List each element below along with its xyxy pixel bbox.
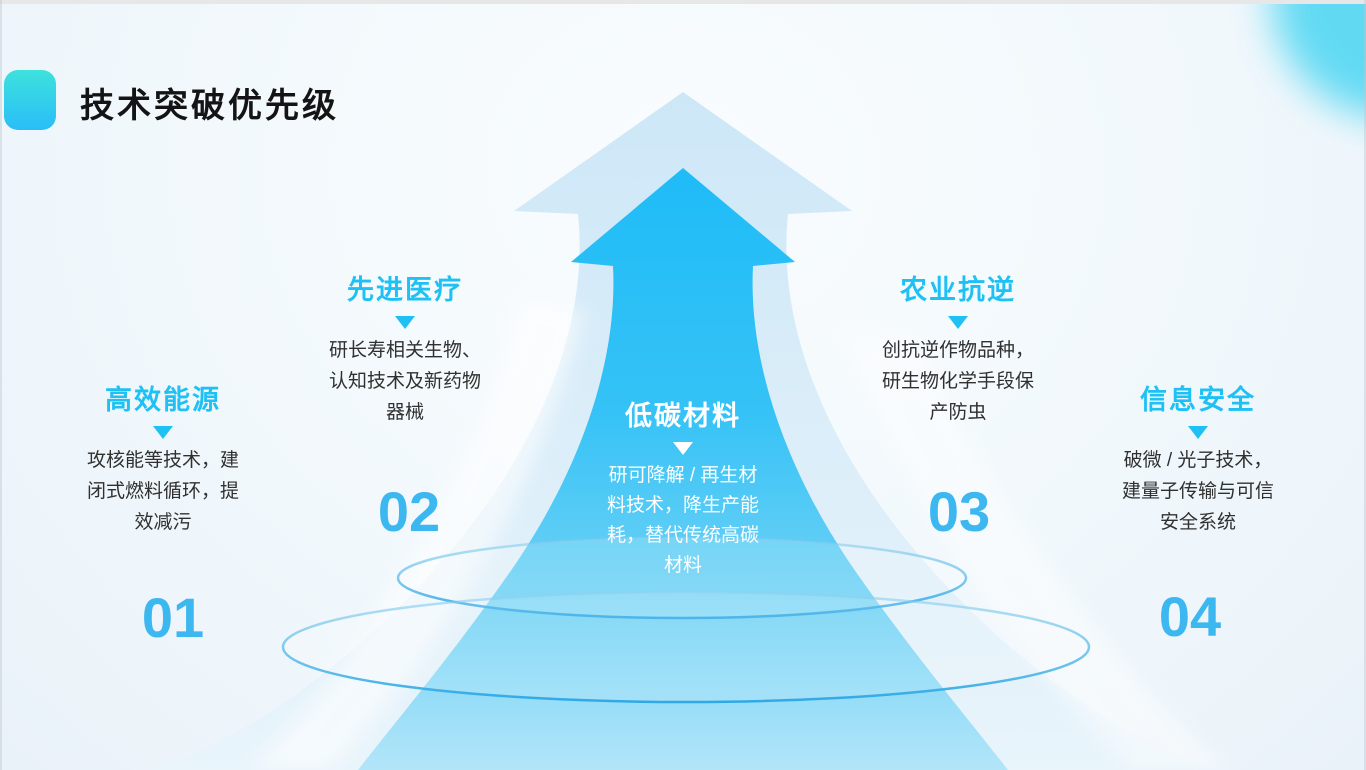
priority-number-01: 01 bbox=[141, 586, 205, 649]
down-arrow-icon bbox=[395, 316, 415, 329]
item-lowcarbon: 低碳材料 研可降解 / 再生材 料技术，降生产能 耗，替代传统高碳 材料 bbox=[571, 394, 795, 581]
item-medical-body: 研长寿相关生物、 认知技术及新药物 器械 bbox=[328, 340, 481, 423]
item-lowcarbon-body: 研可降解 / 再生材 料技术，降生产能 耗，替代传统高碳 材料 bbox=[606, 465, 759, 576]
title-accent-chip bbox=[4, 70, 56, 130]
priority-number-03: 03 bbox=[927, 480, 991, 543]
right-leg-highlight bbox=[845, 330, 1228, 770]
item-energy-body: 攻核能等技术，建 闭式燃料循环，提 效减污 bbox=[86, 450, 239, 533]
priority-number-04: 04 bbox=[1158, 585, 1222, 648]
down-arrow-icon bbox=[153, 426, 173, 439]
inner-arrow-shape bbox=[358, 168, 1008, 770]
item-infosec: 信息安全 破微 / 光子技术， 建量子传输与可信 安全系统 bbox=[1098, 378, 1298, 538]
item-energy-heading: 高效能源 bbox=[105, 385, 221, 415]
down-arrow-icon bbox=[1188, 426, 1208, 439]
down-arrow-icon bbox=[948, 316, 968, 329]
down-arrow-icon bbox=[673, 442, 693, 455]
screenshot-right-edge bbox=[1364, 0, 1366, 770]
item-agriculture: 农业抗逆 创抗逆作物品种， 研生物化学手段保 产防虫 bbox=[858, 268, 1058, 428]
item-lowcarbon-heading: 低碳材料 bbox=[625, 401, 741, 431]
item-agriculture-body: 创抗逆作物品种， 研生物化学手段保 产防虫 bbox=[881, 340, 1034, 423]
left-leg-highlight bbox=[250, 300, 585, 770]
page-title: 技术突破优先级 bbox=[80, 87, 339, 125]
screenshot-top-edge bbox=[0, 0, 1366, 4]
item-medical-heading: 先进医疗 bbox=[347, 275, 463, 305]
item-infosec-heading: 信息安全 bbox=[1140, 385, 1256, 415]
item-medical: 先进医疗 研长寿相关生物、 认知技术及新药物 器械 bbox=[305, 268, 505, 428]
screenshot-left-edge bbox=[0, 0, 2, 770]
item-energy: 高效能源 攻核能等技术，建 闭式燃料循环，提 效减污 bbox=[63, 378, 263, 538]
priority-number-02: 02 bbox=[377, 480, 441, 543]
item-agriculture-heading: 农业抗逆 bbox=[900, 275, 1016, 305]
item-infosec-body: 破微 / 光子技术， 建量子传输与可信 安全系统 bbox=[1121, 450, 1274, 533]
orbit-ring-upper bbox=[396, 536, 968, 620]
orbit-ring-lower bbox=[281, 590, 1091, 704]
